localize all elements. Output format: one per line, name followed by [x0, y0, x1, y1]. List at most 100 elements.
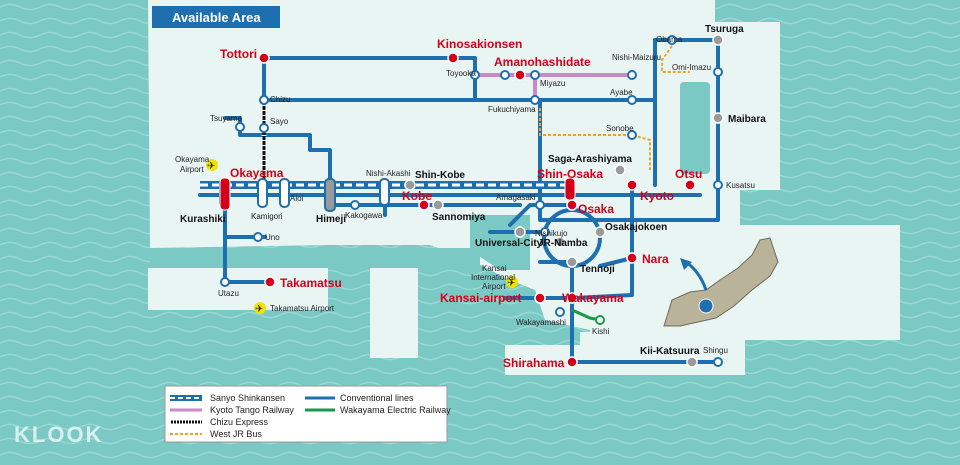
station-otsu[interactable] — [684, 179, 696, 191]
svg-text:✈: ✈ — [507, 278, 515, 289]
label-osaka: Osaka — [578, 202, 614, 216]
station-takamatsu[interactable] — [264, 276, 276, 288]
station-tsuruga[interactable] — [712, 34, 724, 46]
label-ayabe: Ayabe — [610, 88, 633, 97]
bold-stations — [404, 34, 724, 368]
station-sayo[interactable] — [259, 123, 269, 133]
station-amagasaki[interactable] — [535, 200, 545, 210]
station-wakayamashi[interactable] — [555, 307, 565, 317]
station-omiimazu[interactable] — [713, 67, 723, 77]
label-wakayamashi: Wakayamashi — [516, 318, 566, 327]
station-uno[interactable] — [253, 232, 263, 242]
label-shirahama: Shirahama — [503, 356, 565, 370]
label-kii-katsuura: Kii-Katsuura — [640, 346, 700, 357]
label-takamatsu: Takamatsu — [280, 276, 342, 290]
jr-bus-route — [539, 45, 690, 170]
label-amagasaki: Amagasaki — [496, 193, 536, 202]
station-toyooka[interactable] — [470, 70, 480, 80]
station-nishikujo[interactable] — [540, 227, 550, 237]
label-tottori: Tottori — [220, 47, 257, 61]
label-saga-arashiyama: Saga-Arashiyama — [548, 154, 632, 165]
station-kakogawa[interactable] — [350, 200, 360, 210]
station-kishi[interactable] — [595, 315, 605, 325]
label-omi-imazu: Omi-Imazu — [672, 63, 711, 72]
title-box — [152, 6, 280, 28]
station-shingu[interactable] — [713, 357, 723, 367]
major-labels: Tottori Kinosakionsen Amanohashidate Oka… — [220, 37, 702, 370]
label-okayama: Okayama — [230, 166, 284, 180]
station-nara[interactable] — [626, 252, 638, 264]
station-nishimaizuru[interactable] — [627, 70, 637, 80]
station-osaka[interactable] — [566, 199, 578, 211]
label-kakogawa: Kakogawa — [345, 211, 383, 220]
label-shin-kobe: Shin-Kobe — [415, 170, 465, 181]
station-jrnamba[interactable] — [554, 236, 566, 248]
shin-osaka-pill — [564, 177, 576, 201]
label-utazu: Utazu — [218, 289, 239, 298]
label-takamatsu-airport: Takamatsu Airport — [270, 304, 335, 313]
label-jr-namba: JR-Namba — [538, 238, 588, 249]
label-okayama-airport-1: Okayama — [175, 155, 210, 164]
legend-box — [164, 385, 448, 443]
label-universal-city: Universal-City — [475, 238, 543, 249]
station-kusatsu[interactable] — [713, 180, 723, 190]
bold-labels: Tsuruga Maibara Shin-Kobe Sannomiya Saga… — [180, 24, 766, 357]
label-miyazu: Miyazu — [540, 79, 565, 88]
major-stations — [258, 52, 696, 368]
label-kyoto: Kyoto — [640, 189, 674, 203]
label-nara: Nara — [642, 252, 669, 266]
station-utazu[interactable] — [220, 277, 230, 287]
station-tsuyama[interactable] — [235, 122, 245, 132]
label-shin-osaka: Shin-Osaka — [537, 167, 603, 181]
station-kinosakionsen[interactable] — [447, 52, 459, 64]
nishiakashi-pill — [379, 178, 390, 206]
station-tennoji[interactable] — [566, 256, 578, 268]
label-otsu: Otsu — [675, 167, 702, 181]
label-tsuyama: Tsuyama — [210, 114, 243, 123]
label-nishikujo: Nishikujo — [535, 229, 568, 238]
station-sagaarashiyama[interactable] — [614, 164, 626, 176]
airport-icon — [254, 302, 266, 314]
station-kobe[interactable] — [418, 199, 430, 211]
label-kinosakionsen: Kinosakionsen — [437, 37, 522, 51]
station-shinkobe[interactable] — [404, 179, 416, 191]
station-wakayama[interactable] — [566, 292, 578, 304]
station-amanohashidate[interactable] — [514, 69, 526, 81]
label-himeji: Himeji — [316, 214, 346, 225]
watermark-logo: KLOOK — [14, 422, 103, 447]
legend-tango: Kyoto Tango Railway — [210, 405, 294, 415]
station-fukuchiyama[interactable] — [530, 95, 540, 105]
legend-conventional: Conventional lines — [340, 393, 414, 403]
station-sannomiya[interactable] — [432, 199, 444, 211]
station-amanohashidate-west[interactable] — [500, 70, 510, 80]
station-kyoto[interactable] — [626, 179, 638, 191]
label-kobe: Kobe — [402, 189, 432, 203]
label-kusatsu: Kusatsu — [726, 181, 755, 190]
label-osakajokoen: Osakajokoen — [605, 222, 667, 233]
label-kansai-airport-1: Kansai — [482, 264, 507, 273]
station-sonobe[interactable] — [627, 130, 637, 140]
station-kansaiairport[interactable] — [534, 292, 546, 304]
station-tottori[interactable] — [258, 52, 270, 64]
label-tennoji: Tennoji — [580, 264, 615, 275]
legend-chizu: Chizu Express — [210, 417, 269, 427]
station-universalcity[interactable] — [514, 226, 526, 238]
station-maibara[interactable] — [712, 112, 724, 124]
osaka-bay — [470, 215, 530, 270]
conventional-lines — [198, 38, 720, 364]
label-wakayama: Wakayama — [562, 291, 624, 305]
station-chizu[interactable] — [259, 95, 269, 105]
station-ayabe[interactable] — [627, 95, 637, 105]
airport-icon — [506, 276, 518, 288]
station-kiikatsuura[interactable] — [686, 356, 698, 368]
station-shirahama[interactable] — [566, 356, 578, 368]
label-chizu: Chizu — [270, 95, 290, 104]
label-uno: Uno — [265, 233, 280, 242]
svg-text:✈: ✈ — [255, 304, 263, 315]
minor-labels: Chizu Sayo Tsuyama Kamigori Aioi Nishi-A… — [210, 35, 755, 355]
station-miyazu[interactable] — [530, 70, 540, 80]
station-obama[interactable] — [667, 35, 677, 45]
okayama-pill — [219, 177, 231, 211]
label-sonobe: Sonobe — [606, 124, 634, 133]
station-osakajokoen[interactable] — [594, 226, 606, 238]
